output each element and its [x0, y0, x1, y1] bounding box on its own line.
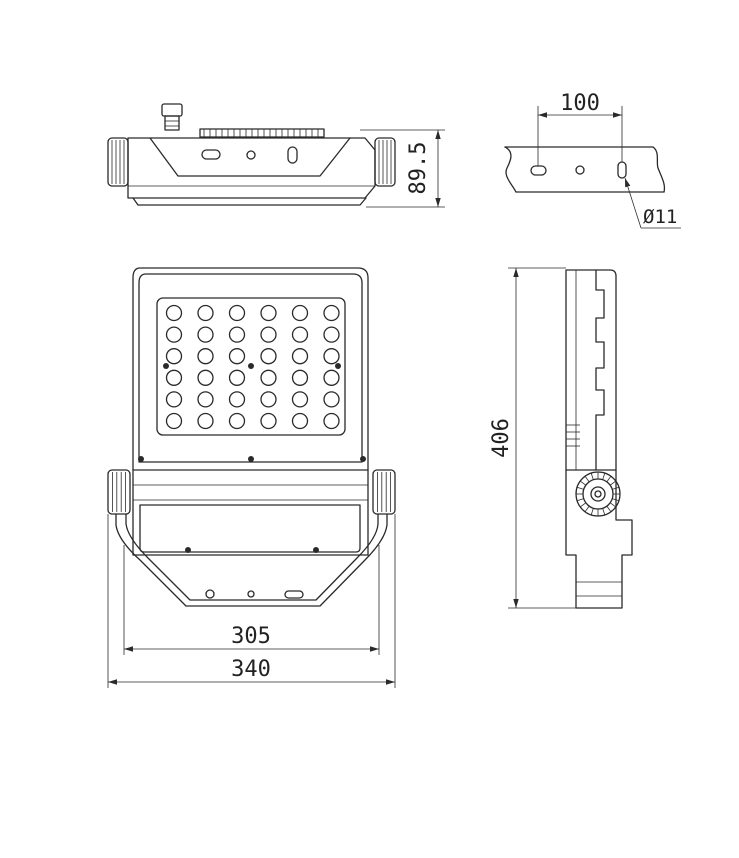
led-lens [165, 348, 183, 365]
led-lens [291, 348, 309, 365]
led-lens [323, 348, 340, 365]
led-lens [260, 412, 277, 430]
dim-hole-spacing: 100 [560, 91, 600, 116]
led-lens [228, 304, 246, 322]
led-lens [197, 304, 214, 322]
led-lens [323, 304, 340, 322]
led-lens [323, 412, 340, 430]
led-lens [197, 412, 214, 430]
led-lens [197, 326, 214, 343]
dim-overall-height: 406 [489, 418, 514, 458]
front-view: 305 340 [107, 267, 396, 688]
dim-overall-width: 340 [231, 657, 271, 682]
side-view: 406 [489, 267, 633, 609]
led-lens [165, 391, 183, 408]
led-lens [228, 412, 246, 430]
led-lens [197, 391, 214, 408]
led-grid [165, 304, 340, 430]
bracket-detail-view: 100 Ø11 [504, 91, 681, 229]
dim-hole-diameter: Ø11 [643, 206, 677, 228]
led-lens [291, 391, 309, 408]
top-view: 89.5 [107, 103, 445, 208]
led-lens [291, 412, 309, 430]
led-lens [228, 391, 246, 408]
led-lens [260, 348, 277, 365]
led-lens [260, 304, 277, 322]
led-lens [165, 369, 183, 386]
led-lens [260, 391, 277, 408]
led-lens [260, 369, 277, 386]
led-lens [228, 369, 246, 386]
led-lens [291, 326, 309, 343]
led-lens [228, 326, 246, 343]
led-lens [197, 348, 214, 365]
led-lens [165, 326, 183, 343]
dim-bracket-width: 305 [231, 624, 271, 649]
led-lens [323, 369, 340, 386]
dim-height-top: 89.5 [406, 142, 431, 195]
led-lens [323, 326, 340, 343]
led-lens [228, 348, 246, 365]
led-lens [197, 369, 214, 386]
led-lens [291, 369, 309, 386]
led-lens [323, 391, 340, 408]
led-lens [260, 326, 277, 343]
led-lens [291, 304, 309, 322]
led-lens [165, 304, 183, 322]
led-lens [165, 412, 183, 430]
